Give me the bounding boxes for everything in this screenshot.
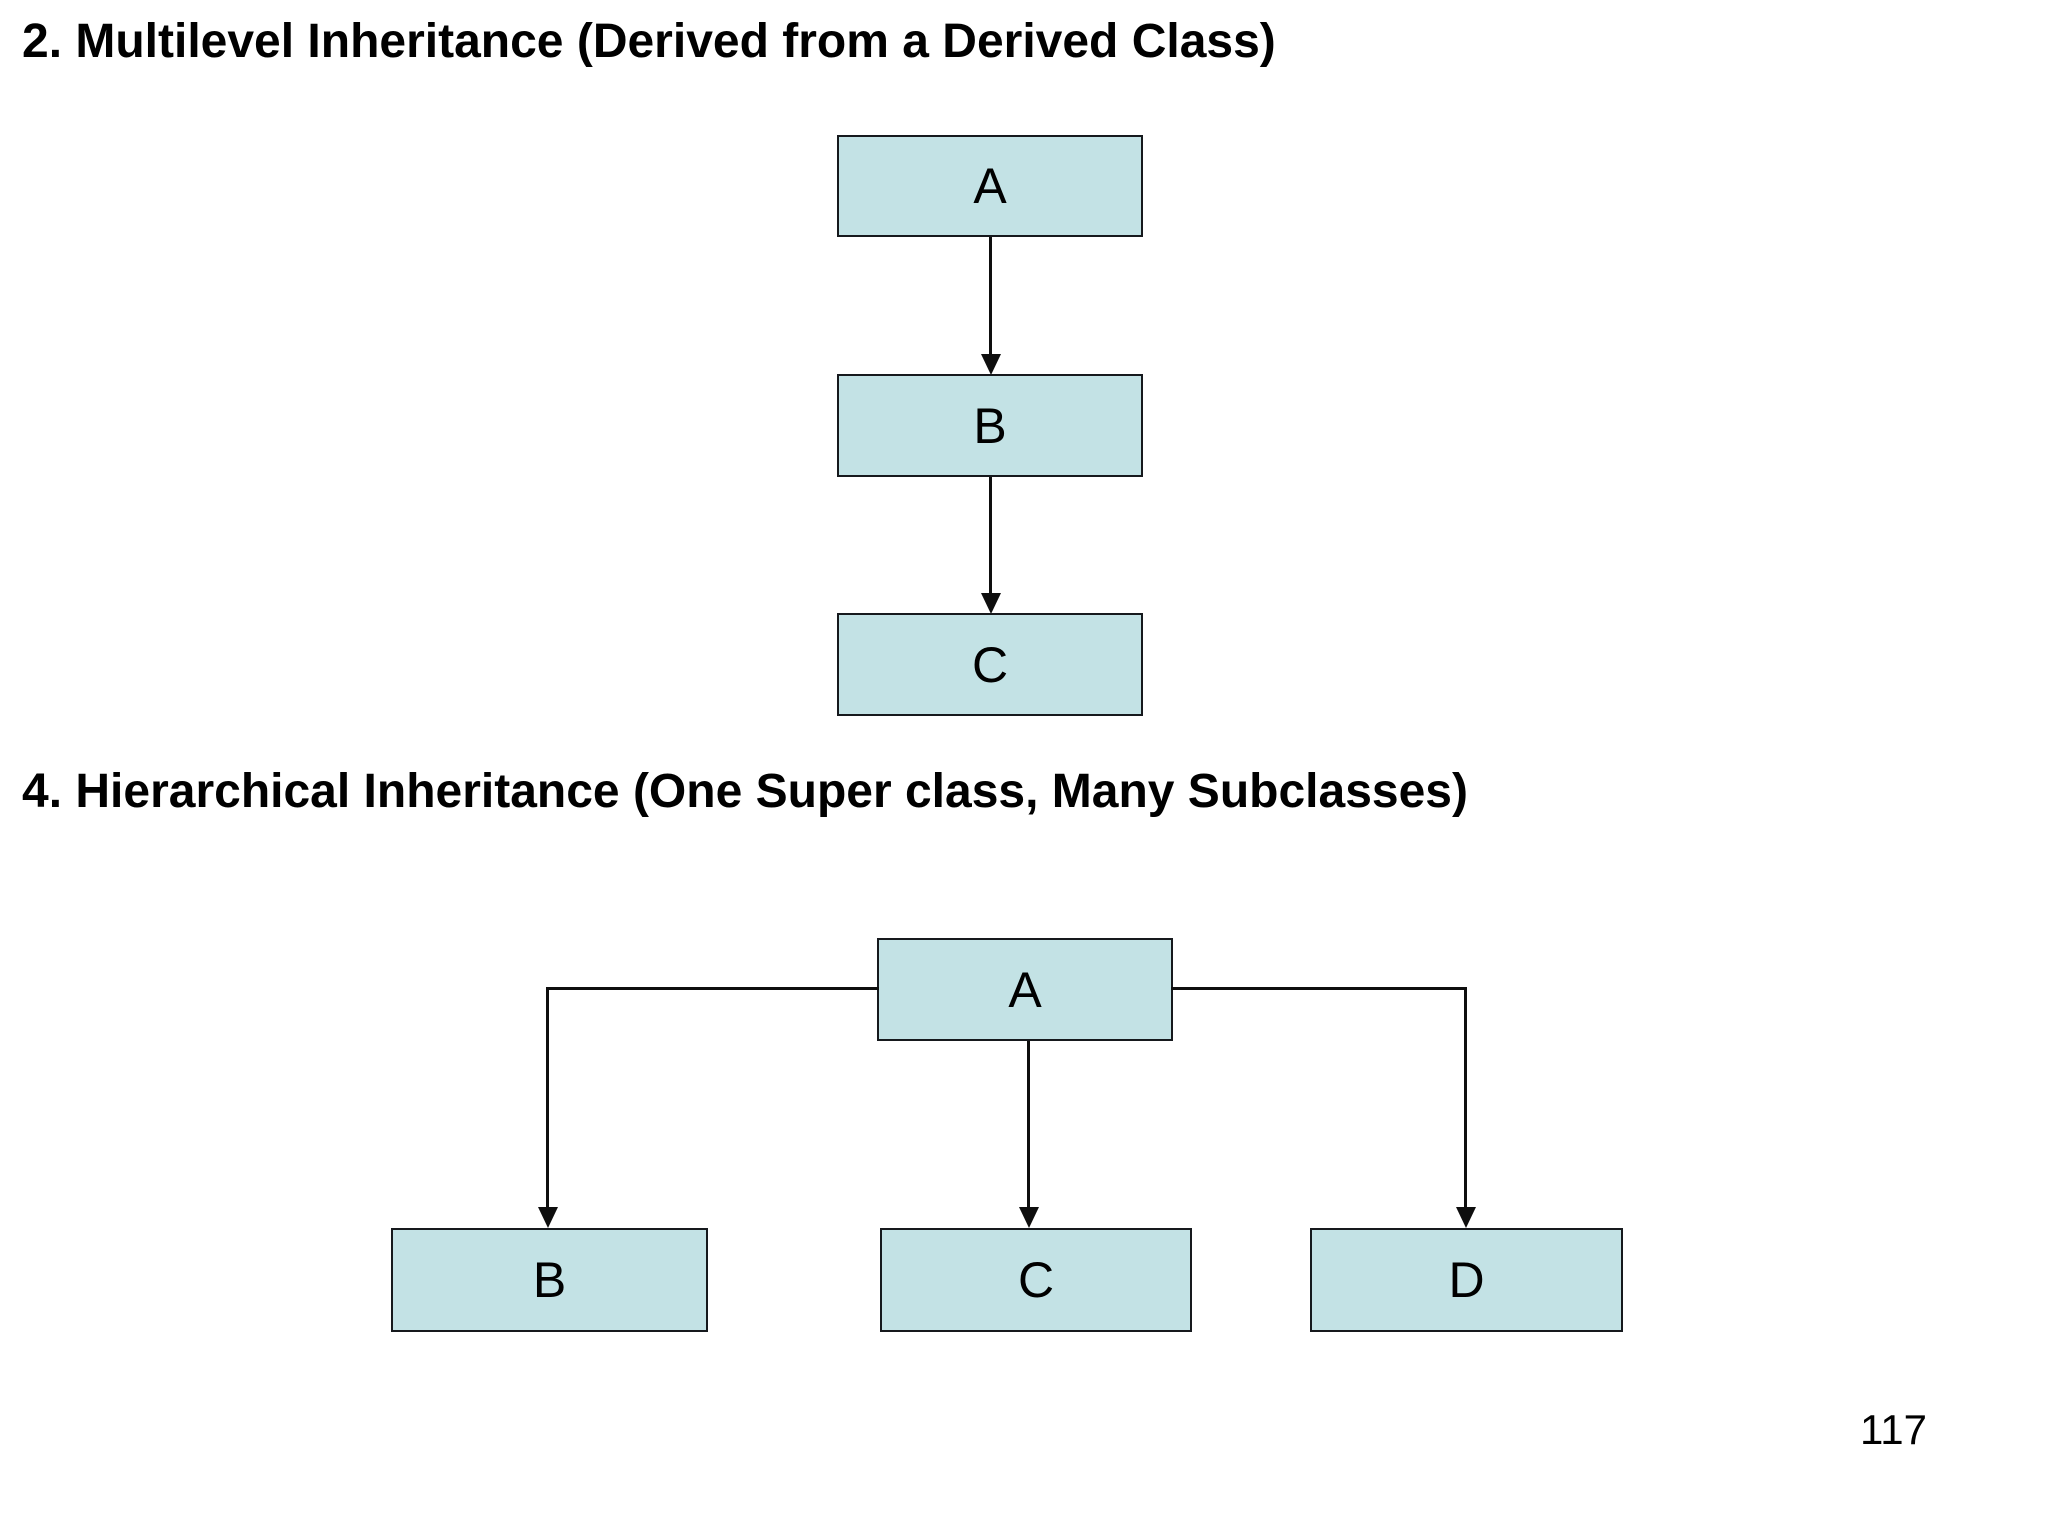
edge-line-a-b-vertical xyxy=(546,987,549,1208)
node-label: C xyxy=(971,636,1009,693)
node-label: C xyxy=(1017,1252,1055,1308)
arrowhead-down-icon xyxy=(1019,1207,1039,1228)
hierarchical-node-d: D xyxy=(1310,1228,1623,1332)
arrowhead-down-icon xyxy=(981,593,1001,614)
node-label: B xyxy=(532,1252,567,1308)
edge-line-a-b-horizontal xyxy=(547,987,879,990)
page-number: 117 xyxy=(1860,1406,1927,1453)
node-label: B xyxy=(973,397,1007,454)
heading-hierarchical-inheritance: 4. Hierarchical Inheritance (One Super c… xyxy=(22,765,1468,818)
arrowhead-down-icon xyxy=(1456,1207,1476,1228)
edge-line-a-d-horizontal xyxy=(1171,987,1467,990)
multilevel-node-b: B xyxy=(837,374,1143,477)
edge-line-a-c-vertical xyxy=(1027,1041,1030,1208)
edge-line-a-b xyxy=(989,237,992,355)
hierarchical-node-a: A xyxy=(877,938,1173,1041)
node-label: D xyxy=(1448,1252,1485,1308)
multilevel-node-c: C xyxy=(837,613,1143,716)
multilevel-node-a: A xyxy=(837,135,1143,237)
hierarchical-node-b: B xyxy=(391,1228,708,1332)
node-label: A xyxy=(973,158,1007,214)
edge-line-b-c xyxy=(989,477,992,594)
arrowhead-down-icon xyxy=(538,1207,558,1228)
edge-line-a-d-vertical xyxy=(1464,987,1467,1208)
arrowhead-down-icon xyxy=(981,354,1001,375)
node-label: A xyxy=(1008,961,1042,1018)
hierarchical-node-c: C xyxy=(880,1228,1192,1332)
heading-multilevel-inheritance: 2. Multilevel Inheritance (Derived from … xyxy=(22,15,1276,68)
